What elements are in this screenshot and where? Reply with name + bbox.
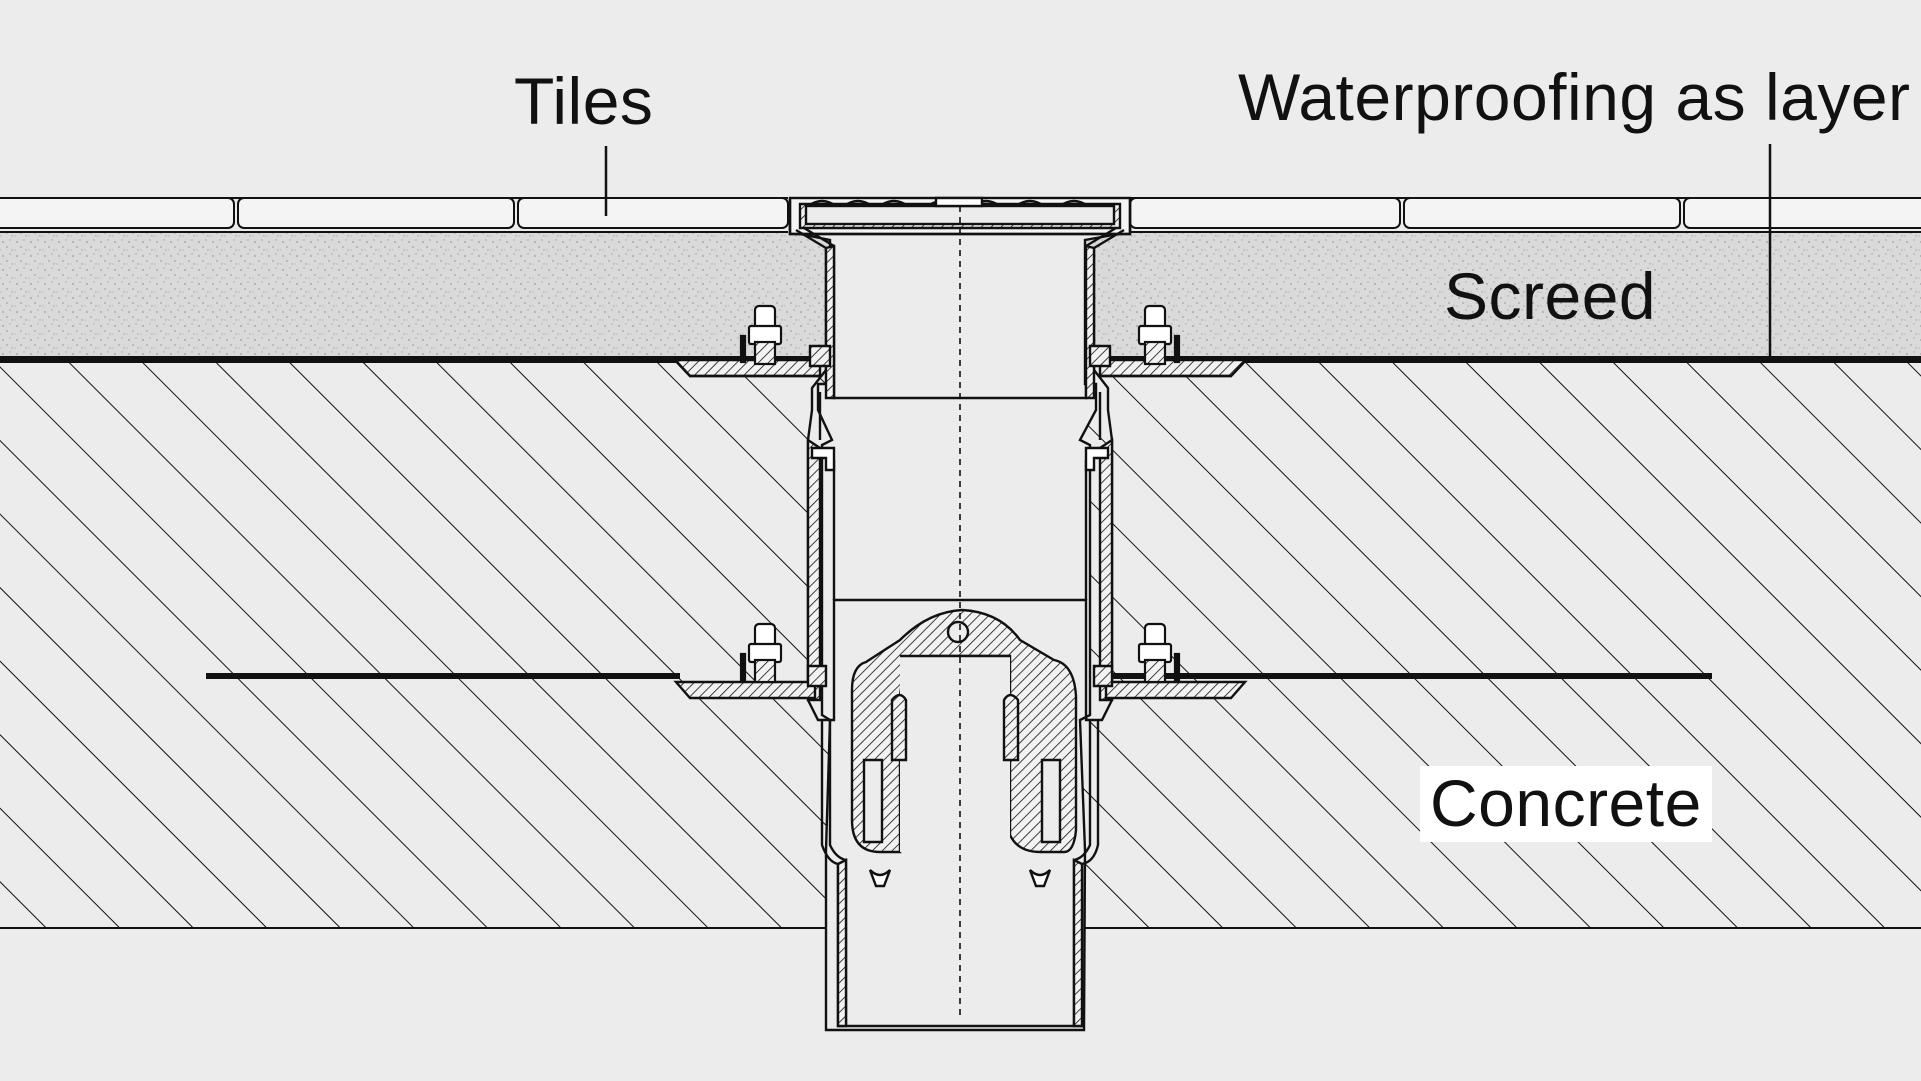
concrete-label: Concrete bbox=[1420, 766, 1712, 842]
bolt-icon bbox=[739, 304, 783, 366]
screed-label: Screed bbox=[1444, 259, 1657, 333]
tile-layer bbox=[0, 197, 1921, 233]
middle-body bbox=[806, 369, 1114, 722]
tile bbox=[1683, 197, 1921, 229]
tile bbox=[237, 197, 515, 229]
bolt-icon bbox=[1137, 622, 1181, 684]
tile bbox=[1129, 197, 1401, 229]
waterproofing-label: Waterproofing as layer bbox=[1238, 60, 1911, 134]
floor-drain bbox=[672, 196, 1249, 1032]
bolt-icon bbox=[1137, 304, 1181, 366]
tile bbox=[517, 197, 789, 229]
bolt-icon bbox=[739, 622, 783, 684]
waterproofing-membrane-lower bbox=[206, 673, 1712, 679]
tile bbox=[1403, 197, 1681, 229]
outlet-pipe bbox=[820, 720, 1100, 1028]
tiles-label: Tiles bbox=[514, 64, 654, 138]
tile bbox=[0, 197, 235, 229]
odour-trap bbox=[850, 608, 1078, 854]
